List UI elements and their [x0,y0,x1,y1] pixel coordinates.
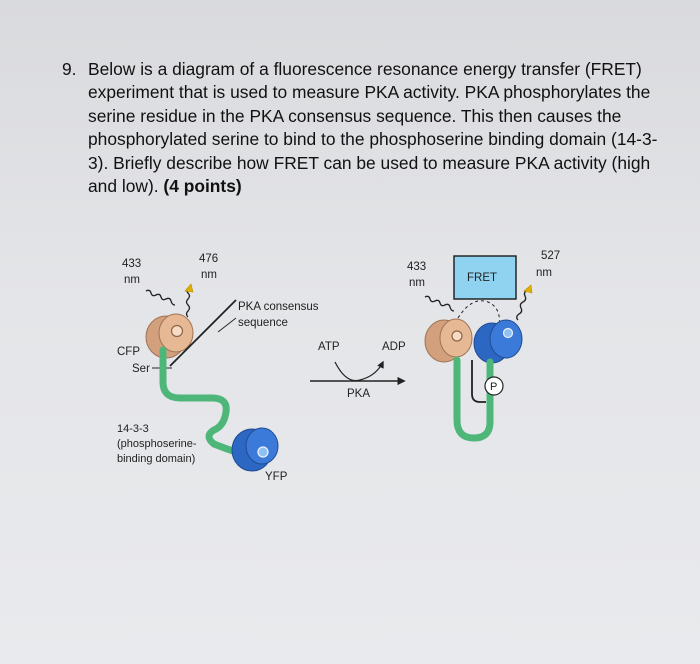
right-excitation-unit: nm [409,277,425,289]
ser-label: Ser [132,363,150,375]
left-emission-wave [185,286,191,318]
cfp-protein [145,313,194,359]
phosphate-label: P [490,381,497,393]
cfp-label: CFP [117,346,140,358]
right-emission-wave [516,289,529,321]
pka-consensus-label-line2: sequence [238,317,288,329]
left-emission-value: 476 [199,253,218,265]
right-emission-value: 527 [541,250,560,262]
left-emission-unit: nm [201,269,217,281]
yfp-protein-bound [473,319,523,364]
domain-label-line1: 14-3-3 [117,423,149,435]
question-number: 9. [62,59,77,79]
right-emission-arrowhead [523,284,533,294]
cfp-protein-bound [424,318,473,363]
pka-label: PKA [347,388,370,400]
bound-domain-linker [453,356,494,442]
pka-consensus-linker [169,299,237,367]
left-excitation-unit: nm [124,274,140,286]
atp-label: ATP [318,341,340,353]
fret-transfer-arc [457,300,503,330]
pka-consensus-pointer [217,317,237,333]
right-excitation-value: 433 [407,261,426,273]
phosphate-group: P [484,376,504,396]
left-emission-arrowhead [184,283,194,293]
binding-domain-linker [159,346,252,456]
left-excitation-wave [145,289,176,306]
domain-label-line2: (phosphoserine- [117,438,197,450]
question-points: (4 points) [163,176,242,197]
question-body: Below is a diagram of a fluorescence res… [88,59,658,197]
question-text: Below is a diagram of a fluorescence res… [88,58,658,198]
fret-label: FRET [467,272,497,284]
left-excitation-value: 433 [122,258,141,270]
atp-adp-curve [334,360,384,382]
right-emission-unit: nm [536,267,552,279]
fret-box [453,255,517,300]
domain-label-line3: binding domain) [117,453,195,465]
yfp-label: YFP [265,471,288,483]
pka-consensus-label-line1: PKA consensus [238,301,319,313]
bound-consensus-linker [471,360,486,403]
yfp-protein [231,427,279,472]
adp-label: ADP [382,341,406,353]
right-excitation-wave [424,295,455,312]
